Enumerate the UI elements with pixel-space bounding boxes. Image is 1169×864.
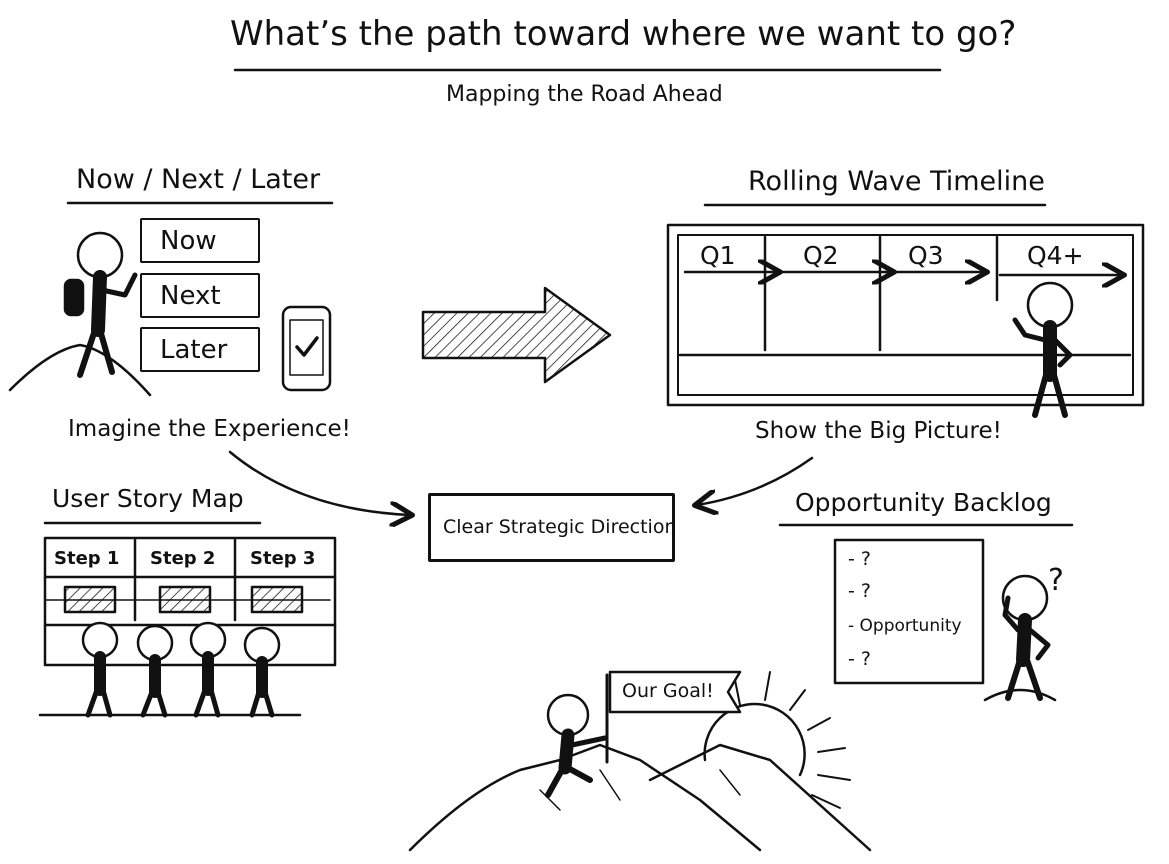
- goal-flag-label: Our Goal!: [622, 680, 714, 702]
- quarter-q1: Q1: [700, 241, 736, 270]
- story-map-board: [38, 536, 337, 717]
- person-pointing-icon: [8, 231, 152, 397]
- next-label: Next: [160, 281, 221, 311]
- quarter-q2: Q2: [803, 241, 839, 270]
- later-box: Later: [140, 327, 260, 372]
- big-picture-caption: Show the Big Picture!: [755, 418, 1002, 444]
- later-label: Later: [160, 335, 228, 365]
- quarter-q4: Q4+: [1027, 241, 1084, 270]
- phone-check-icon: [281, 305, 332, 392]
- person-thinking-icon: [983, 574, 1057, 702]
- team-people-icon: [81, 621, 281, 718]
- timeline-board: [666, 223, 1145, 407]
- backlog-item: - ?: [848, 548, 871, 570]
- backlog-heading: Opportunity Backlog: [795, 488, 1052, 517]
- arrow-left-to-center: [228, 450, 410, 515]
- mountain-goal-icon: [408, 671, 872, 852]
- imagine-caption: Imagine the Experience!: [68, 416, 351, 442]
- question-mark-icon: ?: [1048, 563, 1064, 598]
- step-2-label: Step 2: [150, 548, 216, 569]
- backlog-item: - ?: [848, 580, 871, 602]
- arrow-right-to-center: [697, 456, 814, 505]
- page-subtitle: Mapping the Road Ahead: [446, 82, 723, 107]
- big-arrow-icon: [421, 286, 612, 384]
- next-box: Next: [140, 273, 260, 318]
- backlog-board: [833, 538, 985, 685]
- step-3-label: Step 3: [250, 548, 316, 569]
- quarter-q3: Q3: [908, 241, 944, 270]
- now-next-later-heading: Now / Next / Later: [76, 164, 321, 195]
- backlog-item: - ?: [848, 648, 871, 670]
- step-1-label: Step 1: [54, 548, 120, 569]
- clear-direction-label: Clear Strategic Direction: [443, 516, 677, 538]
- backlog-item: - Opportunity: [848, 616, 962, 636]
- page-title: What’s the path toward where we want to …: [230, 14, 1017, 54]
- rolling-wave-heading: Rolling Wave Timeline: [748, 166, 1045, 197]
- person-presenting-icon: [1012, 281, 1074, 418]
- now-box: Now: [140, 218, 260, 263]
- flag: [608, 670, 742, 714]
- clear-direction-box: Clear Strategic Direction: [428, 493, 677, 562]
- person-climber-icon: [545, 693, 608, 798]
- story-map-heading: User Story Map: [52, 484, 244, 513]
- now-label: Now: [160, 226, 217, 256]
